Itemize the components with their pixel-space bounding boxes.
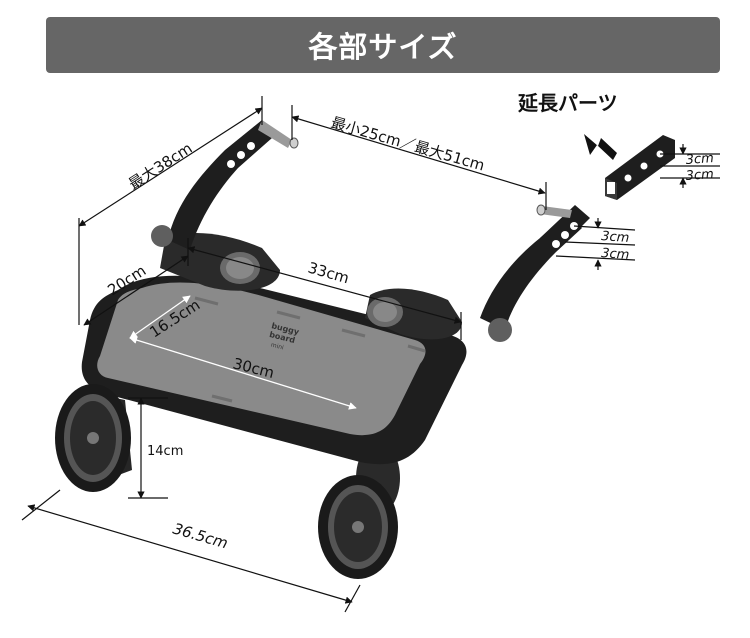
hole-spacing-label-1: 3cm <box>601 229 630 246</box>
total-width-label: 36.5cm <box>171 520 230 553</box>
arm-length-label: 最大38cm <box>125 139 195 193</box>
height-label: 14cm <box>147 444 183 459</box>
deck-dimension-lines <box>129 295 357 410</box>
arm-span-label: 最小25cm／最大51cm <box>329 114 487 175</box>
extension-width-label-2: 3cm <box>685 167 714 184</box>
dimension-lines <box>21 96 720 613</box>
hole-spacing-label-2: 3cm <box>601 246 630 263</box>
extension-parts-label: 延長パーツ <box>517 91 618 115</box>
pointer-arrow <box>584 134 617 160</box>
left-arm <box>151 120 299 250</box>
right-arm <box>480 204 590 342</box>
left-wheel <box>55 384 132 492</box>
board-width-label: 33cm <box>306 259 351 288</box>
extension-part <box>605 135 675 200</box>
header-bar: 各部サイズ <box>46 17 720 73</box>
page-title: 各部サイズ <box>308 30 458 64</box>
extension-width-label-1: 3cm <box>685 151 714 168</box>
